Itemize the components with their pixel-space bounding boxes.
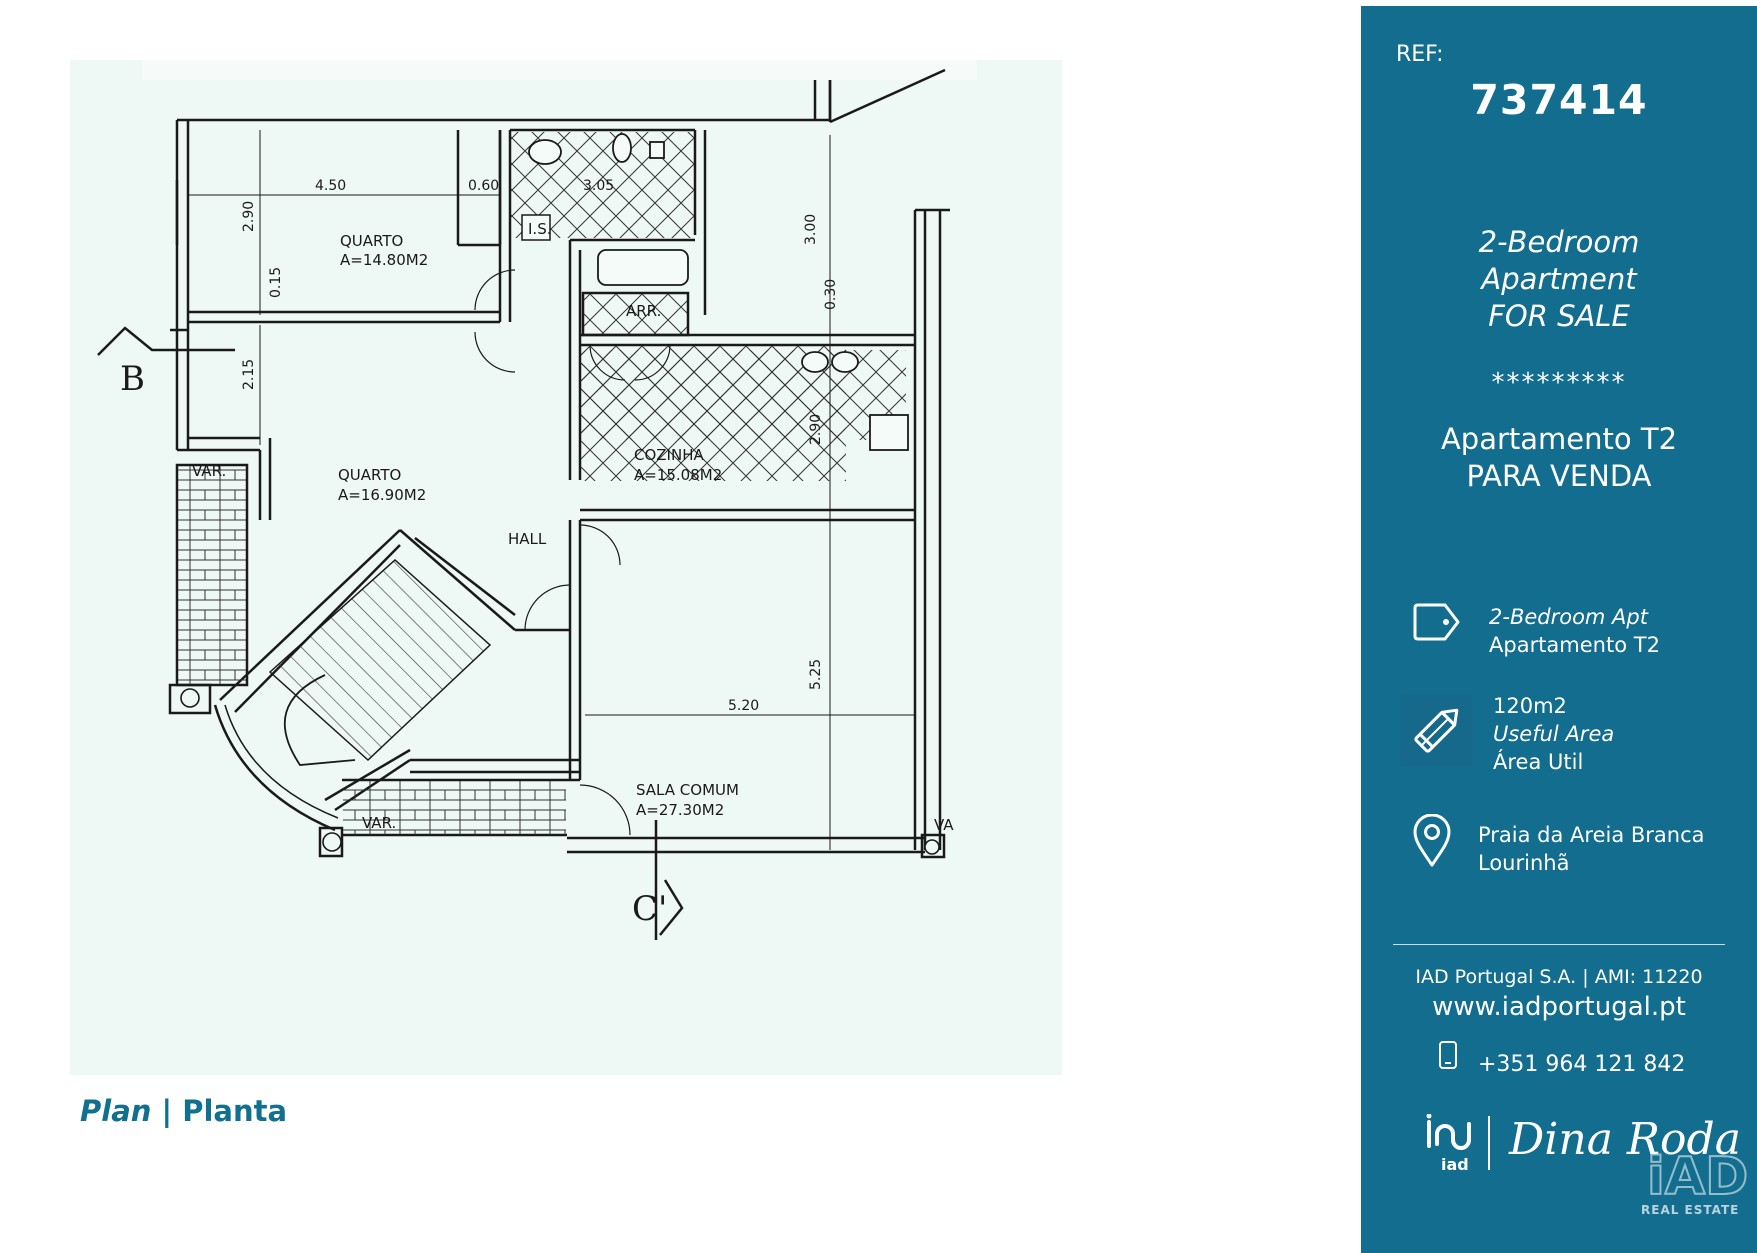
plan-caption-separator: | [161,1094,173,1128]
company-info: IAD Portugal S.A. | AMI: 11220 [1415,966,1703,988]
room-label-arr: ARR. [626,302,661,320]
website-link[interactable]: www.iadportugal.pt [1432,992,1686,1022]
title-pt-line-2: PARA VENDA [1466,459,1652,493]
dimension-label: 3.05 [583,178,614,194]
feature-area-en: Useful Area [1493,722,1615,746]
room-area-cozinha: A=15.08M2 [634,466,722,484]
balcony-label-2: VAR. [362,814,396,832]
ref-number: 737414 [1470,76,1648,124]
listing-panel: REF: 737414 2-Bedroom Apartment FOR SALE… [1361,6,1757,1253]
ref-label: REF: [1396,42,1444,67]
floor-plan-drawing: QUARTO A=14.80M2 QUARTO A=16.90M2 COZINH… [70,60,1062,1075]
title-en-line-1: 2-Bedroom [1478,225,1640,259]
room-label-cozinha: COZINHA [634,446,704,464]
dimension-label: 0.30 [823,279,839,310]
dimension-label: 5.25 [808,659,824,690]
dimension-label: 2.90 [808,414,824,445]
plan-caption-en: Plan [80,1094,152,1128]
title-pt-line-1: Apartamento T2 [1440,422,1678,456]
dimension-label: 3.00 [803,214,819,245]
balcony-label-3: VA [934,816,954,834]
room-area-quarto-1: A=14.80M2 [340,251,428,269]
feature-location-line-2: Lourinhã [1478,851,1570,875]
iad-logo-text: iad [1441,1155,1469,1174]
pencil-icon [1401,694,1473,766]
divider [1393,944,1725,945]
title-en-line-3: FOR SALE [1488,299,1630,333]
feature-area-pt: Área Util [1493,750,1584,774]
section-marker-c: C' [632,889,667,929]
floor-plan: QUARTO A=14.80M2 QUARTO A=16.90M2 COZINH… [70,60,1062,1075]
feature-type-pt: Apartamento T2 [1489,633,1660,657]
feature-area: 120m2 Useful Area Área Util [1493,692,1614,776]
dimension-label: 4.50 [315,178,346,194]
room-area-sala: A=27.30M2 [636,801,724,819]
watermark-text: REAL ESTATE [1641,1203,1740,1217]
iad-logo: iad [1426,1114,1471,1174]
feature-type-en: 2-Bedroom Apt [1489,605,1648,629]
room-label-sala: SALA COMUM [636,781,739,799]
room-label-quarto-1: QUARTO [340,232,403,250]
room-label-hall: HALL [508,530,547,548]
feature-type: 2-Bedroom Apt Apartamento T2 [1489,603,1660,659]
logo-separator [1488,1116,1490,1170]
room-label-quarto-2: QUARTO [338,466,401,484]
plan-caption-pt: Planta [182,1094,288,1128]
dimension-label: 2.15 [241,359,257,390]
room-area-quarto-2: A=16.90M2 [338,486,426,504]
feature-location: Praia da Areia Branca Lourinhã [1478,821,1705,877]
plan-caption: Plan | Planta [80,1094,287,1128]
iad-watermark-logo: iAD [1646,1146,1749,1204]
dimension-label: 2.90 [241,201,257,232]
dimension-label: 0.15 [268,267,284,298]
section-marker-b: B [120,359,145,399]
agent-signature: Dina Roda [1509,1114,1741,1165]
separator-stars: ********* [1491,368,1627,398]
mobile-phone-icon [1439,1041,1457,1069]
title-en-line-2: Apartment [1481,262,1637,296]
room-label-is: I.S. [528,220,551,238]
dimension-label: 5.20 [728,698,759,714]
feature-area-value: 120m2 [1493,694,1567,718]
dimension-label: 0.60 [468,178,499,194]
phone-number[interactable]: +351 964 121 842 [1478,1052,1686,1077]
svg-text:iAD: iAD [1647,1147,1748,1204]
feature-location-line-1: Praia da Areia Branca [1478,823,1705,847]
location-pin-icon [1413,814,1451,867]
price-tag-icon [1413,603,1460,641]
balcony-label-1: VAR. [192,462,226,480]
